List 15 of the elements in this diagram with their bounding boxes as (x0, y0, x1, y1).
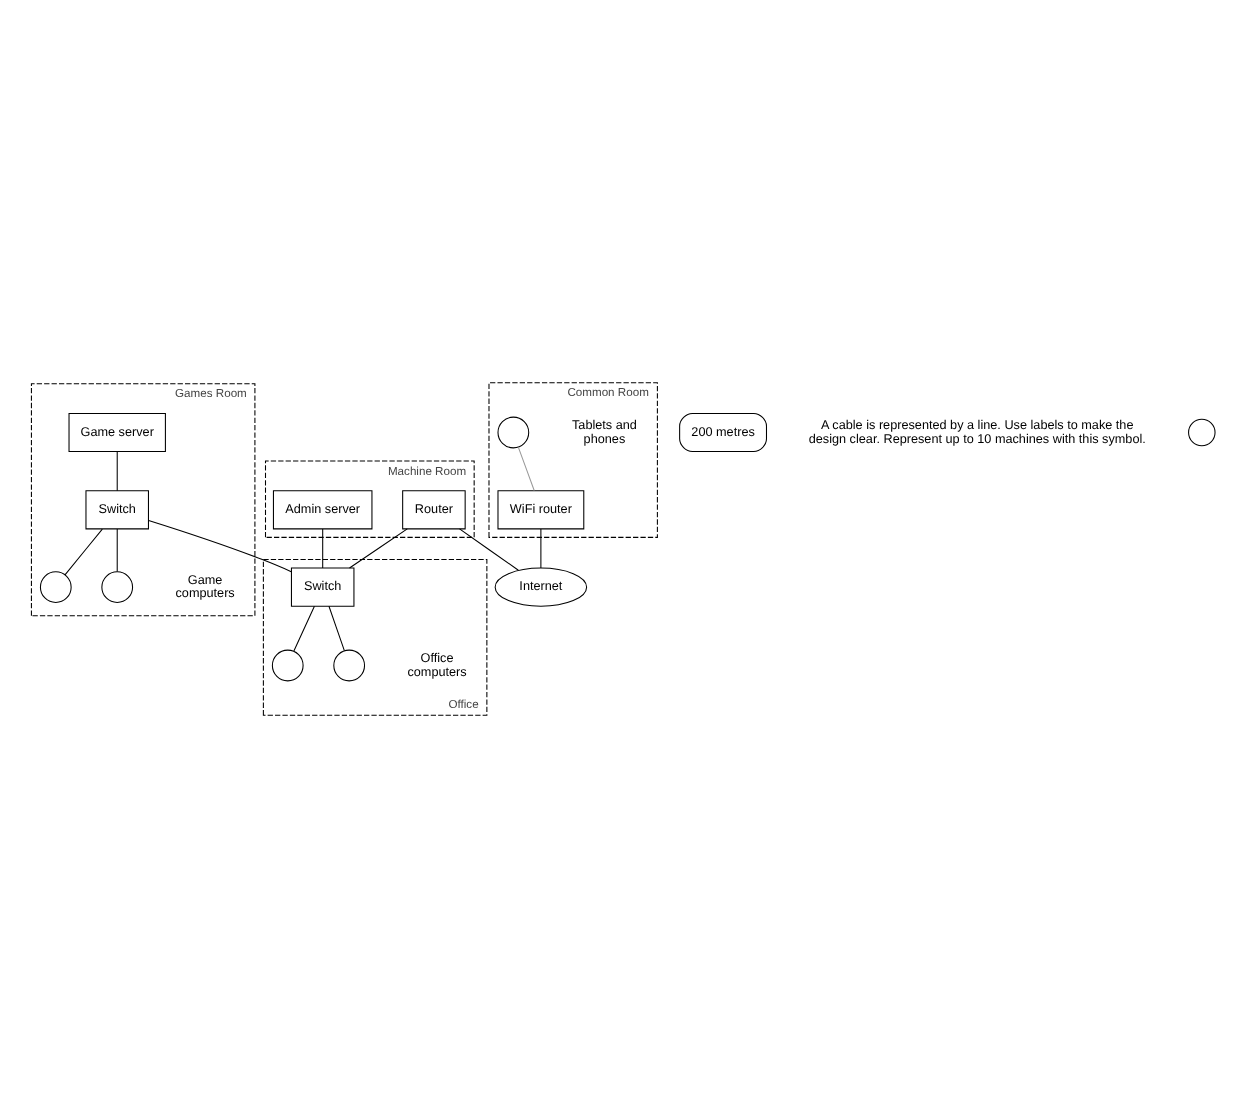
connector (293, 605, 315, 652)
connector (517, 446, 535, 492)
connector (322, 528, 324, 569)
connector (540, 528, 542, 569)
node-circle (39, 571, 72, 603)
connector (116, 528, 118, 573)
connector (459, 528, 519, 571)
connector (64, 528, 103, 576)
connector (148, 520, 292, 573)
connector (116, 451, 118, 492)
node-circle (333, 649, 366, 682)
node-circle (271, 649, 304, 682)
node-circle (101, 571, 134, 603)
connector (328, 605, 345, 652)
node-circle (497, 416, 530, 449)
